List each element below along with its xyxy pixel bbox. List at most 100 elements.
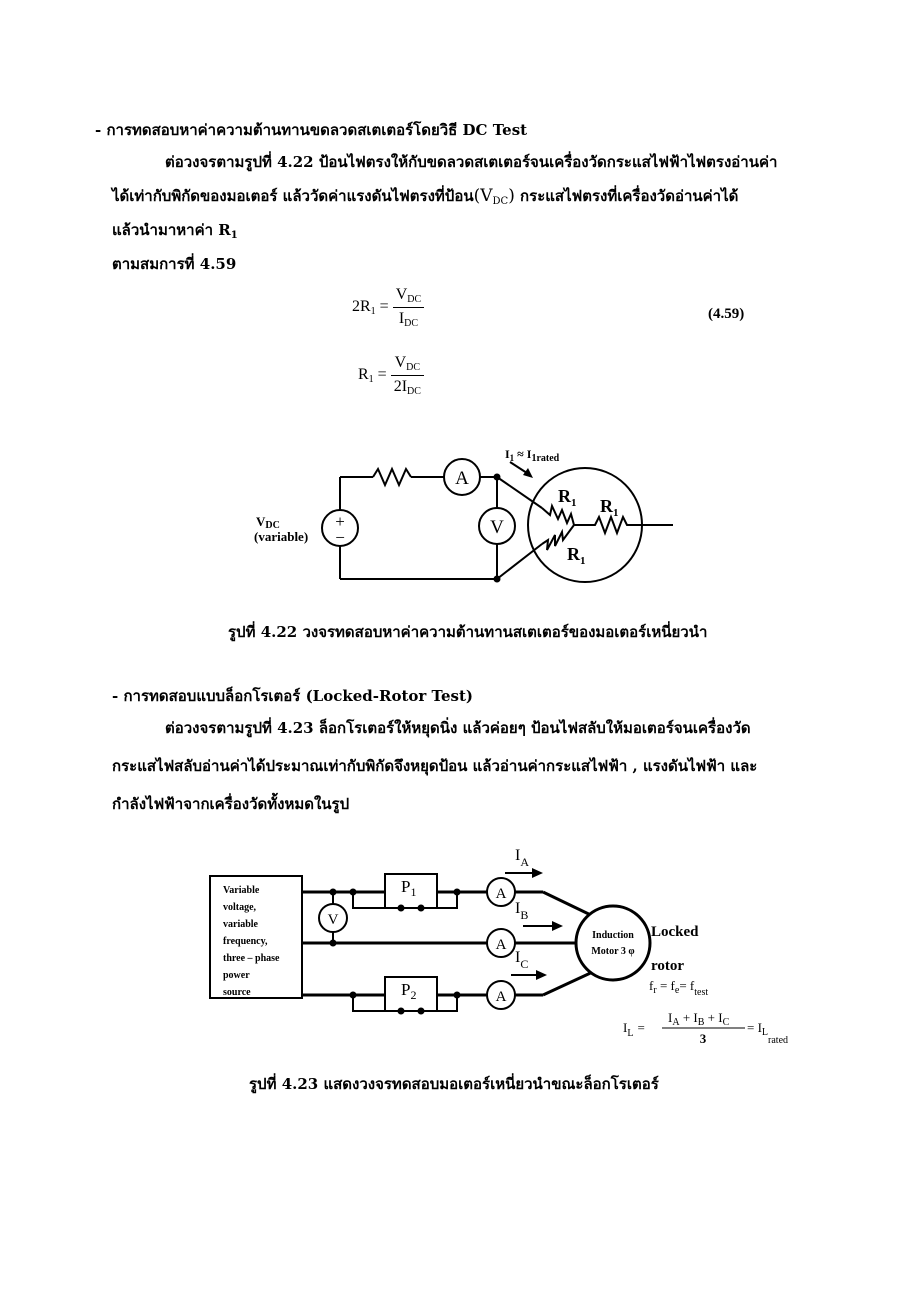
vdc-symbol-sub: DC: [492, 196, 509, 207]
ib-letter: I: [515, 900, 520, 917]
wattmeter-p2: [384, 976, 438, 1012]
section2-paragraph-line3: กำลังไฟฟ้าจากเครื่องวัดทั้งหมดในรูป: [112, 795, 350, 813]
eq2-equals: =: [373, 366, 391, 384]
il-rated-sub: rated: [768, 1035, 788, 1046]
il-num-plus-ib: + I: [680, 1010, 698, 1025]
il-rhs: = ILrated: [747, 1020, 788, 1046]
fr-sub: r: [653, 985, 657, 996]
eq2-lhs: R: [358, 366, 369, 384]
ftest-letter: = f: [679, 978, 695, 993]
stator-resistor-right: [574, 514, 673, 536]
il-letter: I: [623, 1020, 627, 1035]
il-num-c-sub: C: [723, 1017, 730, 1028]
p1-sub: 1: [410, 885, 416, 899]
figure-4-23-caption: รูปที่ 4.23 แสดงวงจรทดสอบมอเตอร์เหนี่ยวน…: [249, 1075, 659, 1093]
source-box-text: Variable voltage, variable frequency, th…: [223, 885, 282, 998]
dc-source: [321, 509, 359, 547]
eq2-num-text: V: [394, 354, 407, 371]
r1-top-sub: 1: [571, 497, 577, 509]
ia-label: IA: [515, 847, 529, 869]
figure-4-23-circuit: V A A A P1 P2 IA IB IC Variable voltage,…: [209, 847, 788, 1046]
dot-v-bottom: [329, 939, 337, 947]
rotor-label: rotor: [651, 958, 684, 974]
induction-motor: [574, 904, 652, 982]
vdc-symbol-close: ): [508, 186, 515, 206]
eq2-num-sub: DC: [406, 362, 421, 373]
section2-paragraph-line2: กระแสไฟสลับอ่านค่าได้ประมาณเท่ากับพิกัดจ…: [112, 757, 758, 775]
source-line-2: voltage,: [223, 902, 257, 913]
dot-p1-right: [453, 888, 461, 896]
r1-label-top: R1: [558, 486, 577, 509]
eq1-num-sub: DC: [407, 294, 422, 305]
equation-number: (4.59): [708, 306, 745, 322]
p1-label: P1: [401, 877, 416, 899]
il-equals: =: [637, 1020, 644, 1035]
il-num-b-sub: B: [698, 1017, 705, 1028]
eq2-den-sub: DC: [407, 386, 421, 397]
section1-heading: - การทดสอบหาค่าความต้านทานขดลวดสเตเตอร์โ…: [95, 121, 528, 139]
figure-4-22-circuit: + − A V I1 ≈ I1rated R1 R1 R1 VDC (varia…: [254, 447, 673, 583]
stator-resistor-bottom: [541, 524, 575, 551]
junction-top: [493, 473, 501, 481]
ammeter-b: [486, 928, 516, 958]
ib-arrow-head: [552, 921, 563, 931]
current-label-i: I: [505, 447, 510, 461]
ammeter: [443, 458, 481, 496]
eq1-equals: =: [375, 298, 393, 316]
dot-p2-left: [349, 991, 357, 999]
stator-resistor-top: [541, 502, 575, 526]
vdc-label-sub: DC: [265, 520, 279, 531]
dot-p1-left: [349, 888, 357, 896]
current-label-sub1: 1: [510, 453, 515, 463]
fr-letter: f: [649, 978, 654, 993]
fe-letter: = f: [657, 978, 676, 993]
vdc-label-v: V: [256, 514, 266, 529]
p1-letter: P: [401, 877, 410, 896]
il-sub: L: [627, 1028, 633, 1039]
voltmeter-3ph: [318, 903, 348, 933]
eq1-denominator: IDC: [393, 308, 424, 329]
vdc-label: VDC: [256, 514, 280, 531]
dot-p2-coil-a: [397, 1007, 405, 1015]
fe-sub: e: [675, 985, 680, 996]
motor-label-1: Induction: [592, 930, 634, 941]
source-line-3: variable: [223, 919, 259, 930]
il-lhs: IL =: [623, 1020, 645, 1039]
vdc-symbol: (VDC): [474, 186, 515, 207]
ammeter-label: A: [455, 468, 469, 489]
wire-to-motor-top: [496, 476, 543, 509]
eq1-den-text: I: [398, 310, 405, 327]
r1-right-letter: R: [600, 496, 614, 516]
p2-letter: P: [401, 980, 410, 999]
variable-label: (variable): [254, 529, 308, 544]
ia-sub: A: [520, 855, 529, 869]
eq2-den-text: 2I: [393, 378, 408, 395]
p2-voltage-coil-left: [352, 995, 401, 1012]
current-label: I1 ≈ I1rated: [505, 447, 560, 464]
section1-line2-text-a: ได้เท่ากับพิกัดของมอเตอร์ แล้ววัดค่าแรงด…: [112, 187, 474, 205]
eq1-num-text: V: [395, 286, 408, 303]
eq1-numerator: VDC: [392, 286, 425, 308]
p2-sub: 2: [410, 988, 416, 1002]
line-a-to-motor: [542, 890, 598, 920]
eq1-lhs: 2R: [352, 298, 371, 316]
il-numerator: IA + IB + IC: [668, 1010, 730, 1028]
r1-top-letter: R: [558, 486, 572, 506]
ia-arrow-head: [532, 868, 543, 878]
current-label-sub2: 1rated: [531, 453, 559, 464]
r1-label-bottom: R1: [567, 544, 586, 567]
r1-bottom-sub: 1: [580, 555, 586, 567]
il-denominator: 3: [700, 1031, 707, 1046]
eq1-den-sub: DC: [404, 318, 419, 329]
ftest-sub: test: [694, 987, 708, 998]
section1-paragraph-line4: ตามสมการที่ 4.59: [112, 255, 237, 273]
il-rhs-letter: = I: [747, 1020, 762, 1035]
section1-paragraph-line1: ต่อวงจรตามรูปที่ 4.22 ป้อนไฟตรงให้กับขดล…: [165, 153, 778, 171]
ammeter-a-label: A: [496, 886, 507, 902]
source-line-5: three – phase: [223, 953, 280, 964]
current-arrow-head: [523, 468, 533, 478]
il-num-ia: I: [668, 1010, 672, 1025]
ib-sub: B: [520, 908, 528, 922]
